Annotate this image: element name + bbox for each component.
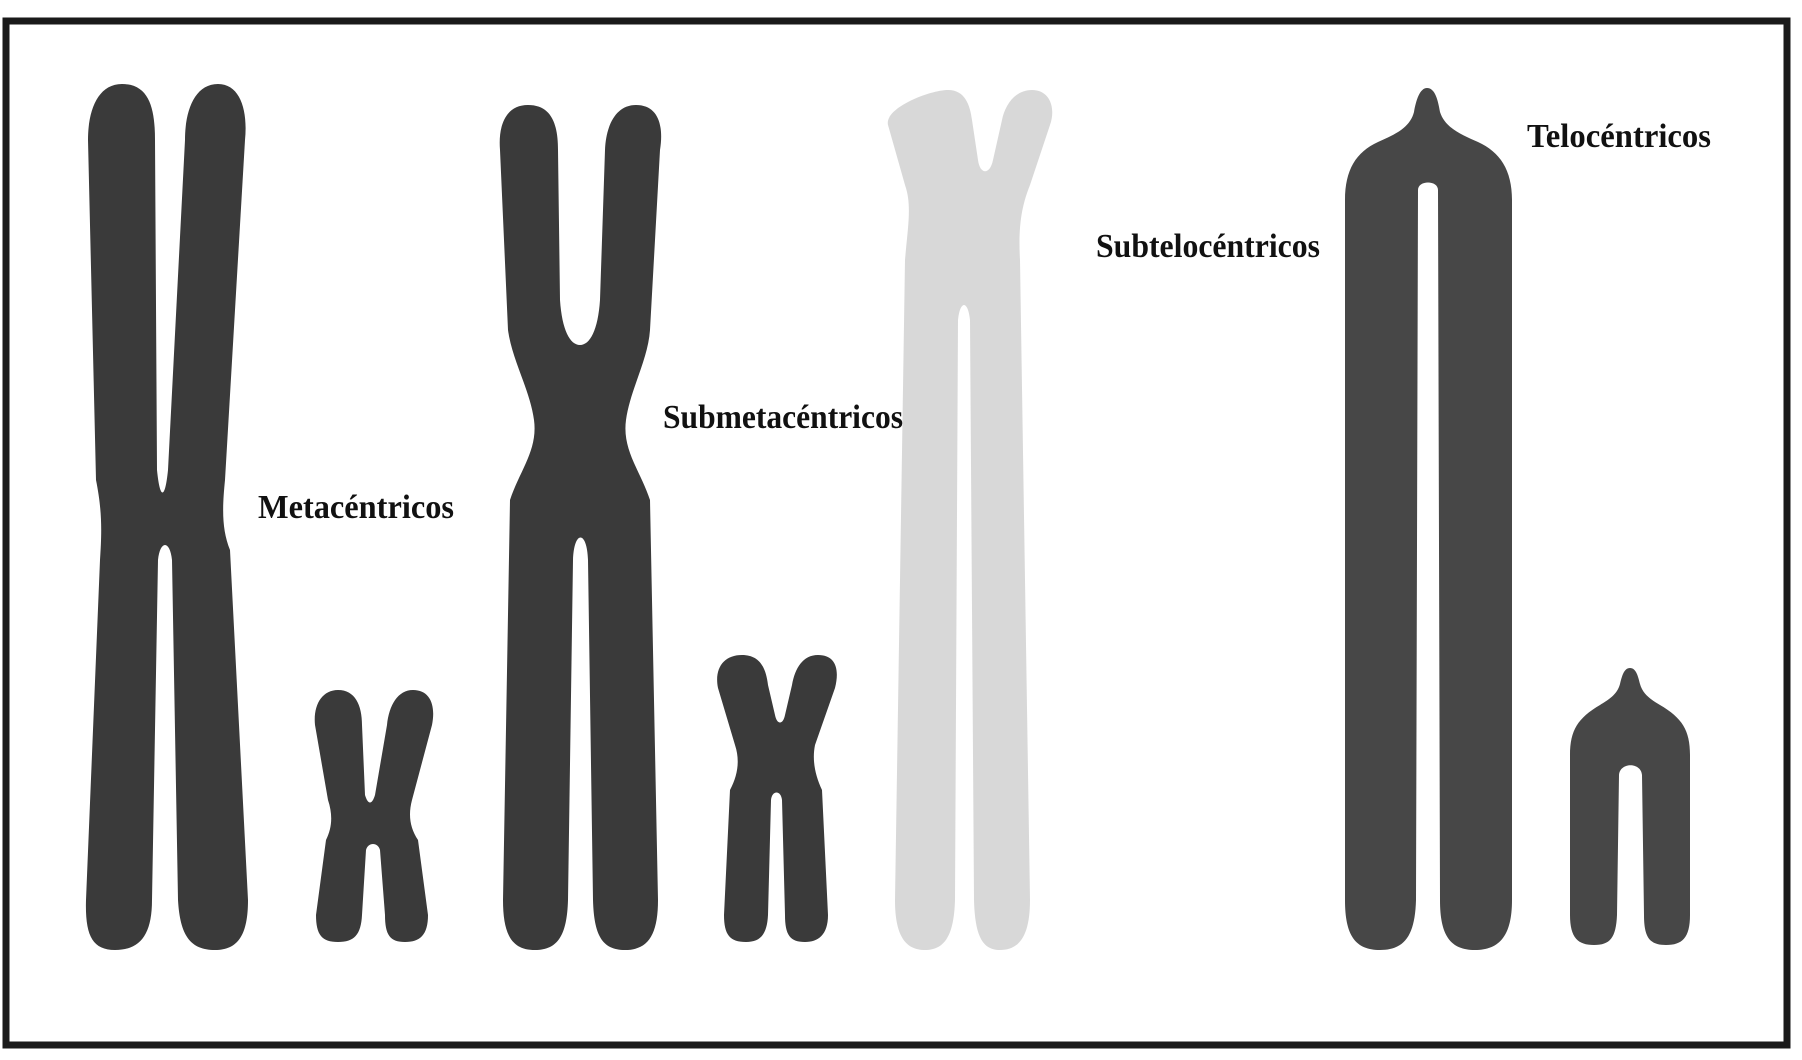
metacentric-label: Metacéntricos (258, 489, 454, 526)
subtelocentric-label: Subtelocéntricos (1096, 228, 1320, 265)
telocentric-large-chromosome (1345, 88, 1512, 950)
submetacentric-label: Submetacéntricos (663, 399, 903, 436)
subtelocentric-chromosome (888, 90, 1052, 950)
telocentric-small-chromosome (1570, 668, 1690, 945)
metacentric-large-chromosome (86, 84, 248, 950)
submetacentric-large-chromosome (500, 105, 661, 950)
metacentric-small-chromosome (315, 690, 433, 942)
telocentric-label: Telocéntricos (1527, 118, 1711, 155)
submetacentric-small-chromosome (717, 655, 837, 942)
